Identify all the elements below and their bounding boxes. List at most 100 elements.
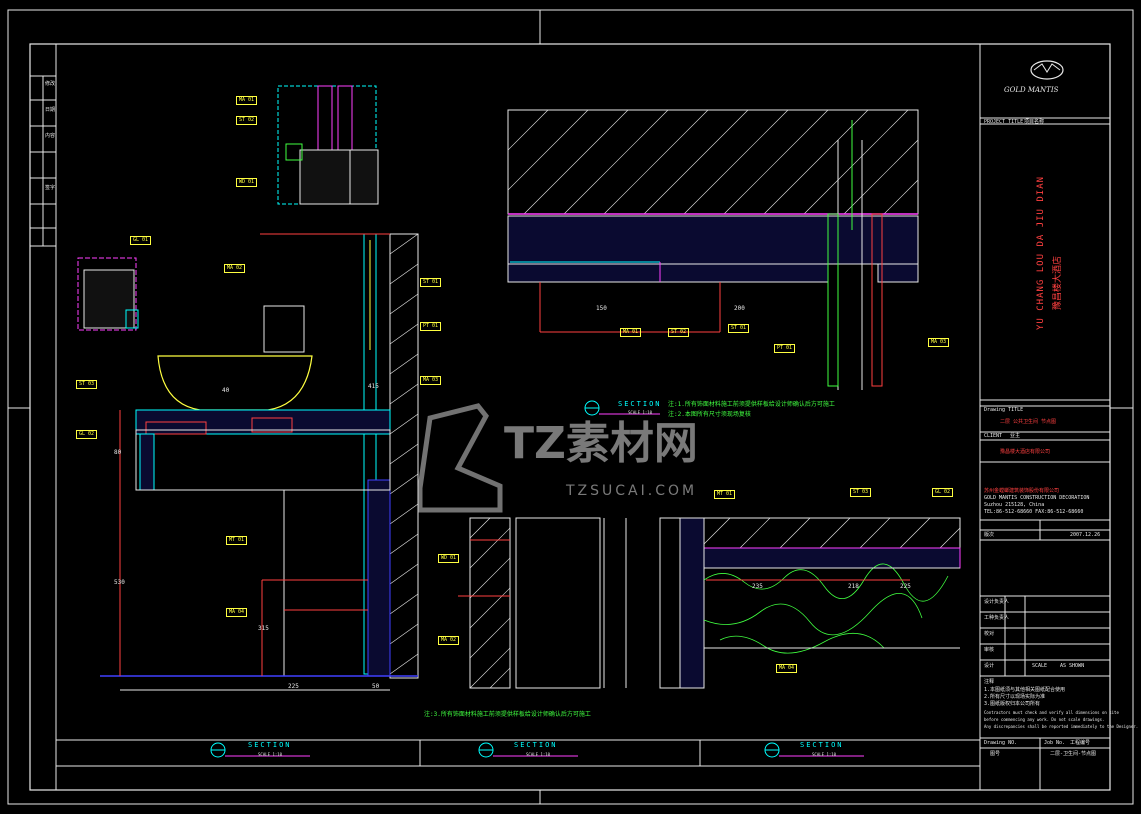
dim-8: 150 [596, 305, 607, 312]
rev-col-4: 签字 [45, 185, 56, 191]
section-2-title: SECTION [618, 400, 662, 408]
project-name-en: YU CHANG LOU DA JIU DIAN [1036, 175, 1046, 330]
drawing-title-label: Drawing TITLE [984, 407, 1024, 413]
dim-4: 315 [258, 625, 269, 632]
watermark-text: TZ素材网 [504, 418, 698, 469]
project-name-cn: 豫昌楼大酒店 [1053, 255, 1063, 310]
section-4-title: SECTION [800, 741, 844, 749]
material-tag: MA 02 [438, 636, 460, 645]
sign-row-4: 审核 [984, 647, 995, 653]
dim-6: 80 [114, 449, 122, 456]
dim-12: 225 [900, 583, 911, 590]
material-tag: PT 01 [420, 322, 442, 331]
section-1-title: SECTION [248, 741, 292, 749]
scale-value: AS SHOWN [1060, 663, 1085, 669]
rev-col-3: 内容 [45, 133, 56, 139]
scale-label: SCALE [1032, 663, 1048, 669]
sign-row-2: 工种负责人 [984, 615, 1010, 621]
dim-5: 530 [114, 579, 125, 586]
material-tag: ST 03 [850, 488, 872, 497]
job-no-value: 工程编号 [1070, 740, 1091, 746]
section-3-scale: SCALE 1:10 [526, 752, 551, 757]
note-green-3: 注:3.所有饰面材料施工前须提供样板给设计师确认后方可施工 [424, 711, 591, 718]
material-tag: GL 02 [932, 488, 954, 497]
drawing-title-value: 二层 公共卫生间 节点图 [1000, 419, 1057, 425]
material-tag: MT 01 [226, 536, 248, 545]
section-callout-4 [764, 741, 864, 762]
inner-frame [29, 43, 1111, 791]
material-tag: ST 01 [420, 278, 442, 287]
dim-9: 235 [752, 583, 763, 590]
note-2: 2.所有尺寸以现场实际为准 [984, 694, 1046, 700]
sign-row-1: 设计负责人 [984, 599, 1010, 605]
material-tag: ST 02 [236, 116, 258, 125]
dim-3: 50 [372, 683, 380, 690]
dim-11: 415 [368, 383, 379, 390]
section-1-basin [77, 85, 419, 691]
material-tag: MA 02 [224, 264, 246, 273]
company-line-4: TEL:86-512-68660 FAX:86-512-68660 [984, 509, 1084, 515]
client-label: CLIENT [984, 433, 1003, 439]
section-4-scale: SCALE 1:10 [812, 752, 837, 757]
material-tag: GL 02 [76, 430, 98, 439]
job-no-label: Job No. [1044, 740, 1066, 746]
brand-name: GOLD MANTIS [1004, 86, 1059, 94]
outer-frame [7, 9, 1134, 805]
client-value: 业主 [1010, 433, 1021, 439]
material-tag: ST 02 [668, 328, 690, 337]
drawing-no-value: 图号 [990, 751, 1001, 757]
material-tag: PT 01 [774, 344, 796, 353]
section-callout-3 [478, 741, 578, 762]
material-tag: ST 01 [728, 324, 750, 333]
material-tag: ST 03 [76, 380, 98, 389]
section-1-scale: SCALE 1:10 [258, 752, 283, 757]
drawing-no-label: Drawing NO. [984, 740, 1018, 746]
note-1: 1.本图纸须与其他相关图纸配合使用 [984, 687, 1066, 693]
material-tag: MA 01 [620, 328, 642, 337]
sign-row-3: 校对 [984, 631, 995, 637]
dim-2: 225 [288, 683, 299, 690]
dim-1: 40 [222, 387, 230, 394]
revision-label: 版次 [984, 532, 995, 538]
section-callout-2 [584, 400, 664, 419]
note-4: Contractors must check and verify all di… [984, 710, 1119, 715]
rev-col-2: 日期 [45, 107, 56, 113]
material-tag: MA 03 [928, 338, 950, 347]
notes-heading: 注释 [984, 679, 995, 685]
title-block [980, 117, 1110, 790]
company-line-2: GOLD MANTIS CONSTRUCTION DECORATION [984, 495, 1090, 501]
rev-col-1: 修改 [45, 81, 56, 87]
material-tag: MA 04 [776, 664, 798, 673]
company-line-1: 苏州金螳螂建筑装饰股份有限公司 [984, 488, 1060, 494]
section-2-ceiling [507, 109, 919, 390]
material-tag: GL 01 [130, 236, 152, 245]
sheet-reference: 二层-卫生间-节点图 [1050, 751, 1097, 757]
material-tag: MT 01 [714, 490, 736, 499]
material-tag: MA 01 [236, 96, 258, 105]
dim-7: 200 [734, 305, 745, 312]
section-3-wall [458, 517, 627, 689]
section-4-floor [659, 517, 961, 689]
dim-10: 218 [848, 583, 859, 590]
note-green-1: 注:1.所有饰面材料施工前须提供样板给设计师确认后方可施工 [668, 401, 835, 408]
note-green-2: 注:2.本图所有尺寸须现场复核 [668, 411, 751, 418]
issue-date: 2007.12.26 [1070, 532, 1101, 538]
brand-logo [1004, 58, 1090, 98]
note-5: before commencing any work. Do not scale… [984, 717, 1105, 722]
watermark-emblem [417, 403, 503, 513]
gold-mantis-logo-icon [1030, 60, 1064, 80]
project-title-value: 项目名称 [1024, 119, 1045, 125]
material-tag: WD 01 [438, 554, 460, 563]
watermark-url: TZSUCAI.COM [566, 483, 698, 499]
section-callout-1 [210, 741, 310, 762]
project-title-label: PROJECT TITLE [984, 119, 1024, 125]
company-line-3: Suzhou 215128, China [984, 502, 1045, 508]
note-3: 3.图纸版权归本公司所有 [984, 701, 1041, 707]
section-3-title: SECTION [514, 741, 558, 749]
material-tag: WD 01 [236, 178, 258, 187]
material-tag: MA 03 [420, 376, 442, 385]
section-2-scale: SCALE 1:10 [628, 410, 653, 415]
material-tag: MA 04 [226, 608, 248, 617]
client-name: 豫昌楼大酒店有限公司 [1000, 449, 1051, 455]
